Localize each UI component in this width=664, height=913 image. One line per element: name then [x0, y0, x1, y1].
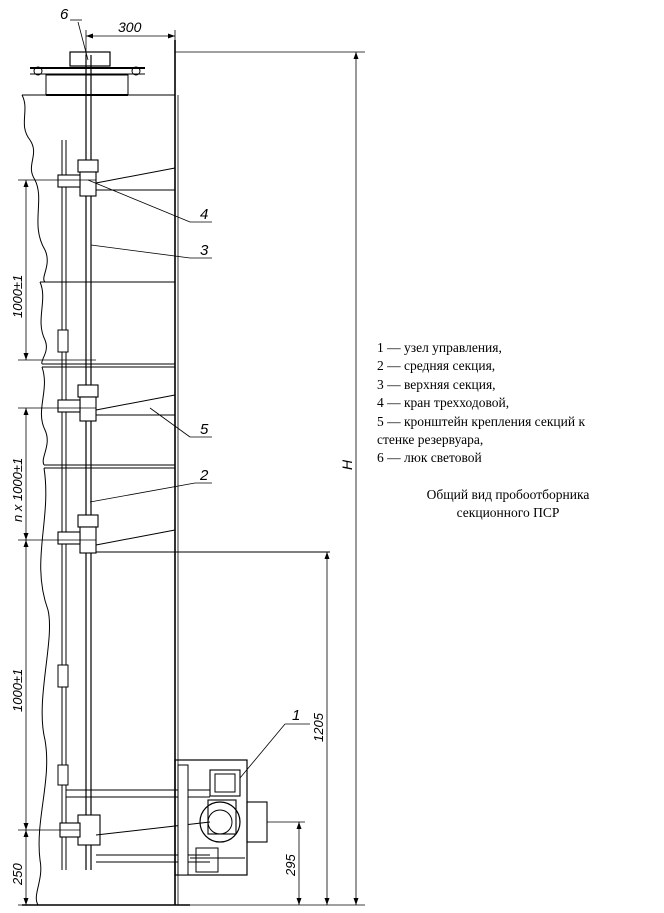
legend: 1 — узел управления, 2 — средняя секция,…: [377, 339, 657, 468]
legend-item: 5 — кронштейн крепления секций к: [377, 413, 585, 429]
legend-item: стенке резервуара,: [377, 432, 484, 448]
legend-item: 2 — средняя секция,: [377, 358, 496, 374]
legend-item: 3 — верхняя секция,: [377, 376, 496, 392]
callout-leaders: [70, 19, 310, 779]
callout-1: 1: [292, 707, 300, 724]
legend-item: 6 — люк световой: [377, 450, 482, 466]
wall-sections: [21, 94, 190, 906]
caption-line-2: секционного ПСР: [456, 505, 560, 520]
clamps: [57, 329, 69, 786]
dimension-lines: [18, 30, 365, 906]
caption-line-1: Общий вид пробоотборника: [426, 487, 590, 502]
dim-300: 300: [118, 19, 142, 35]
dim-section-middle: n x 1000±1: [10, 458, 25, 522]
light-hatch: [30, 51, 145, 96]
dim-section-upper: 1000±1: [10, 275, 25, 318]
callout-6: 6: [60, 6, 69, 23]
three-way-valves: [57, 159, 101, 846]
dim-250: 250: [10, 863, 25, 886]
callout-5: 5: [200, 421, 209, 438]
brackets: [66, 167, 330, 863]
figure-caption: Общий вид пробоотборника секционного ПСР: [377, 486, 639, 522]
dim-1205: 1205: [311, 712, 326, 742]
legend-item: 4 — кран трехходовой,: [377, 395, 510, 411]
callout-2: 2: [199, 467, 209, 484]
dim-295: 295: [283, 854, 298, 877]
dim-section-lower: 1000±1: [10, 669, 25, 712]
callout-4: 4: [200, 206, 208, 223]
callout-3: 3: [200, 242, 209, 259]
legend-item: 1 — узел управления,: [377, 340, 502, 355]
support-rod: [61, 140, 67, 870]
dim-h: H: [339, 459, 355, 470]
control-unit: [174, 759, 268, 876]
